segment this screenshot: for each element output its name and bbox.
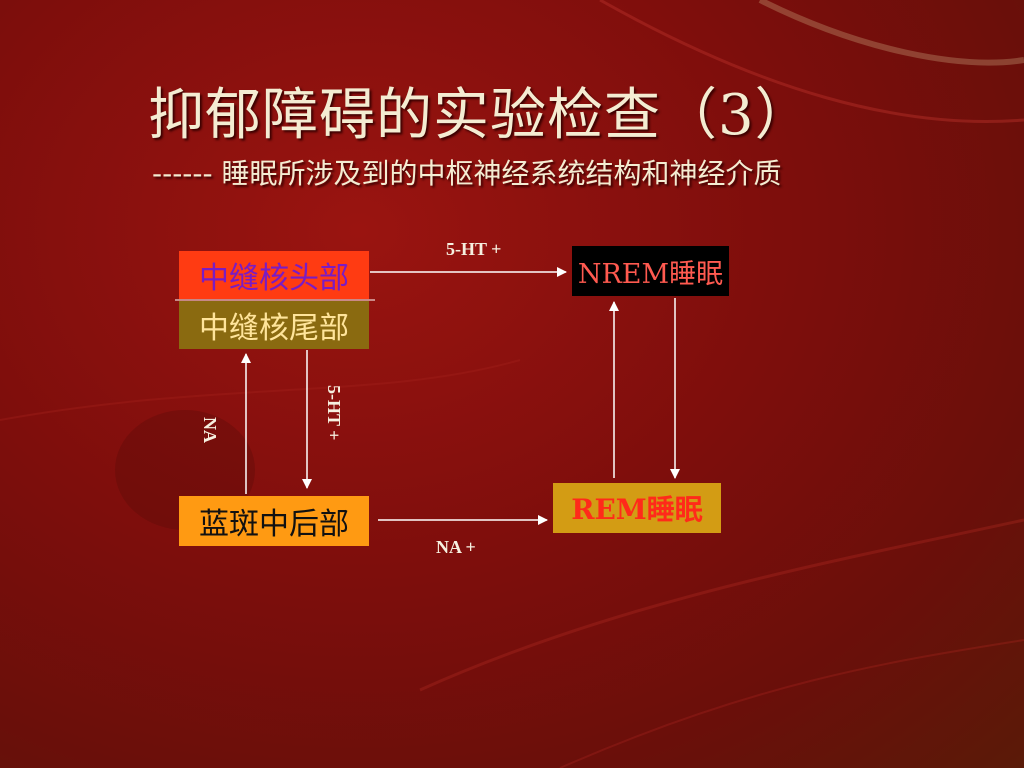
node-rem-sleep: REM睡眠 <box>553 483 721 533</box>
slide-subtitle: ------ 睡眠所涉及到的中枢神经系统结构和神经介质 <box>152 157 782 190</box>
node-locus-coeruleus: 蓝斑中后部 <box>179 496 369 546</box>
slide-title: 抑郁障碍的实验检查（3） <box>148 83 812 148</box>
edge-label-raphe-to-nrem: 5-HT + <box>446 239 502 259</box>
node-raphe-head: 中缝核头部 <box>179 251 369 299</box>
edge-label-tail-to-locus: 5-HT + <box>324 385 344 441</box>
node-nrem-sleep: NREM睡眠 <box>572 246 729 296</box>
edge-label-locus-to-tail: NA <box>200 417 220 443</box>
node-raphe-tail: 中缝核尾部 <box>179 301 369 349</box>
edge-label-locus-to-rem: NA + <box>436 537 476 557</box>
